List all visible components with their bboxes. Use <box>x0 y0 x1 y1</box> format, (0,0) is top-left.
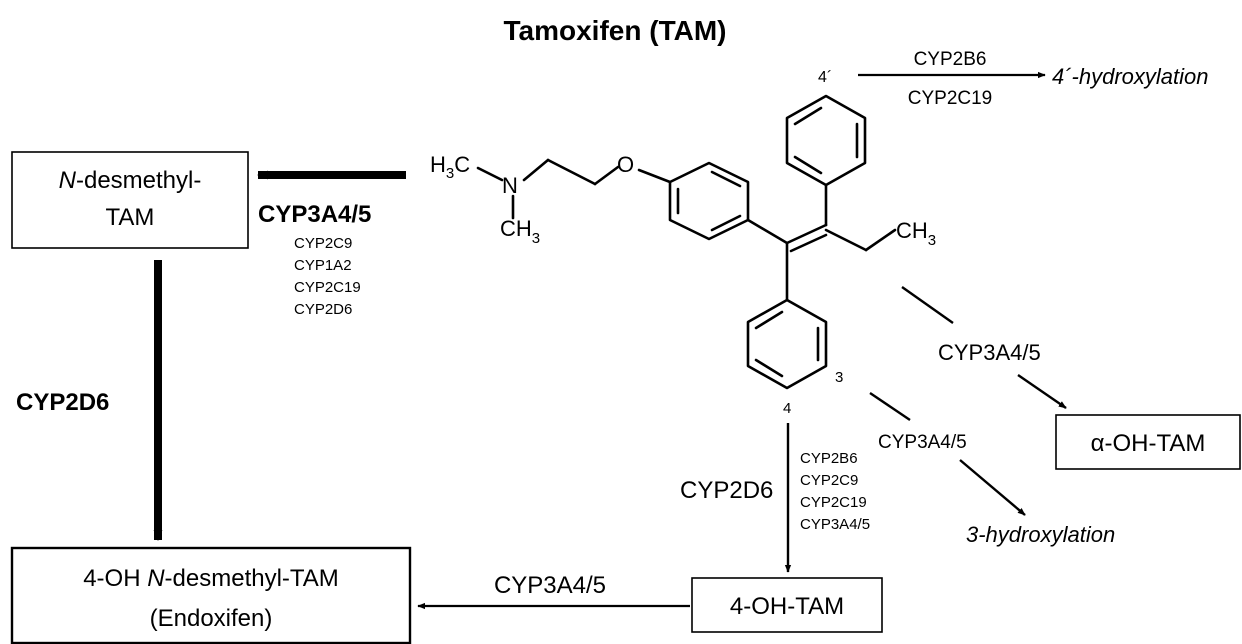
node-endoxifen: 4-OH N-desmethyl-TAM (Endoxifen) <box>10 546 412 644</box>
svg-text:α-OH-TAM: α-OH-TAM <box>1091 430 1206 457</box>
position-4: 4 <box>783 400 791 417</box>
atom-nitrogen: N <box>502 173 518 198</box>
atom-oxygen: O <box>617 152 634 177</box>
svg-text:TAM: TAM <box>106 204 155 231</box>
enzyme-minor-4-hydroxylation: CYP3A4/5 <box>800 516 870 533</box>
enzyme-minor-4-hydroxylation: CYP2C9 <box>800 472 858 489</box>
product-3-hydroxylation: 3-hydroxylation <box>966 522 1115 547</box>
atom-ethyl-methyl: CH3 <box>896 218 936 249</box>
position-3: 3 <box>835 369 843 386</box>
svg-text:4-OH N-desmethyl-TAM: 4-OH N-desmethyl-TAM <box>83 565 339 592</box>
atom-h3c: H3C <box>430 152 470 182</box>
enzyme-3-hydroxylation: CYP3A4/5 <box>878 432 967 453</box>
node-4-oh-tam: 4-OH-TAM <box>691 577 883 633</box>
enzyme-cyp3a4-5-4-oh-to-endoxifen: CYP3A4/5 <box>494 572 606 599</box>
arrow-alpha-oh-segment <box>901 286 954 324</box>
node-alpha-oh-tam: α-OH-TAM <box>1055 414 1241 470</box>
product-4prime-hydroxylation: 4´-hydroxylation <box>1052 64 1209 89</box>
arrow-to-3-hydroxylation <box>959 459 1026 516</box>
enzyme-cyp2d6-n-desmethyl-to-endoxifen: CYP2D6 <box>16 389 109 416</box>
enzyme-minor-4-hydroxylation: CYP2C19 <box>800 494 867 511</box>
enzyme-cyp2d6-4-hydroxylation: CYP2D6 <box>680 477 773 504</box>
diagram-title: Tamoxifen (TAM) <box>504 15 727 46</box>
tamoxifen-structure <box>476 94 897 390</box>
arrow-to-alpha-oh-tam <box>1017 374 1067 409</box>
svg-text:4-OH-TAM: 4-OH-TAM <box>730 593 844 620</box>
atom-n-methyl: CH3 <box>500 216 540 247</box>
enzyme-4prime-hydroxylation: CYP2C19 <box>908 88 993 109</box>
enzyme-minor-n-demethylation: CYP1A2 <box>294 257 352 274</box>
enzyme-cyp3a4-5-major-n-demethylation: CYP3A4/5 <box>258 201 371 228</box>
enzyme-minor-4-hydroxylation: CYP2B6 <box>800 450 858 467</box>
enzyme-minor-n-demethylation: CYP2C9 <box>294 235 352 252</box>
enzyme-alpha-hydroxylation: CYP3A4/5 <box>938 340 1041 365</box>
arrow-3-hydroxylation-segment <box>869 392 911 421</box>
enzyme-4prime-hydroxylation: CYP2B6 <box>914 49 987 70</box>
enzyme-minor-n-demethylation: CYP2D6 <box>294 301 352 318</box>
svg-text:(Endoxifen): (Endoxifen) <box>150 605 273 632</box>
svg-text:N-desmethyl-: N-desmethyl- <box>59 167 202 194</box>
enzyme-minor-n-demethylation: CYP2C19 <box>294 279 361 296</box>
position-4prime: 4´ <box>818 69 832 86</box>
node-n-desmethyl-tam: N-desmethyl- TAM <box>11 151 249 249</box>
